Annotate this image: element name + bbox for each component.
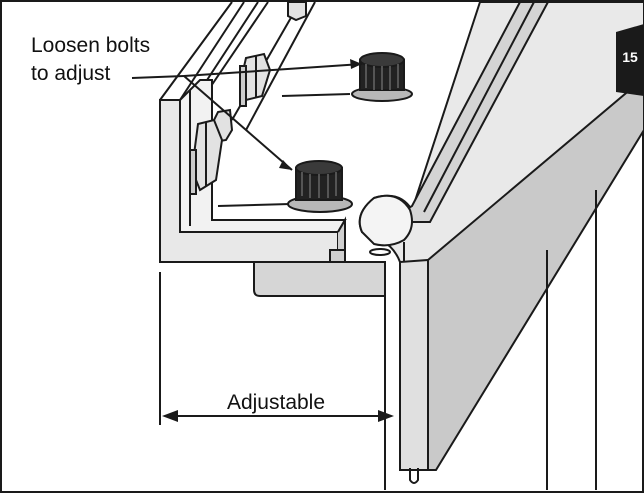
- main-rail: [358, 0, 644, 484]
- adjustment-knob-rear: [281, 52, 413, 102]
- callout-leaders: [131, 63, 363, 171]
- cabinet-edges: [159, 190, 597, 490]
- callout-arrowhead-front: [279, 160, 292, 170]
- adjustment-knob-front: [217, 160, 353, 213]
- dimension-label: Adjustable: [227, 391, 325, 414]
- step-badge-number: 15: [622, 49, 638, 65]
- lower-plate: [253, 249, 386, 297]
- callout-arrowhead-rear: [350, 59, 362, 69]
- callout-text-line2: to adjust: [31, 62, 111, 85]
- step-badge: 15: [616, 24, 644, 96]
- dimension-arrow: [162, 410, 394, 422]
- hex-bolt-top: [287, 1, 307, 22]
- hex-bolt-upper: [238, 52, 272, 107]
- callout-text-line1: Loosen bolts: [31, 34, 150, 57]
- hex-bolt-lower: [189, 118, 224, 195]
